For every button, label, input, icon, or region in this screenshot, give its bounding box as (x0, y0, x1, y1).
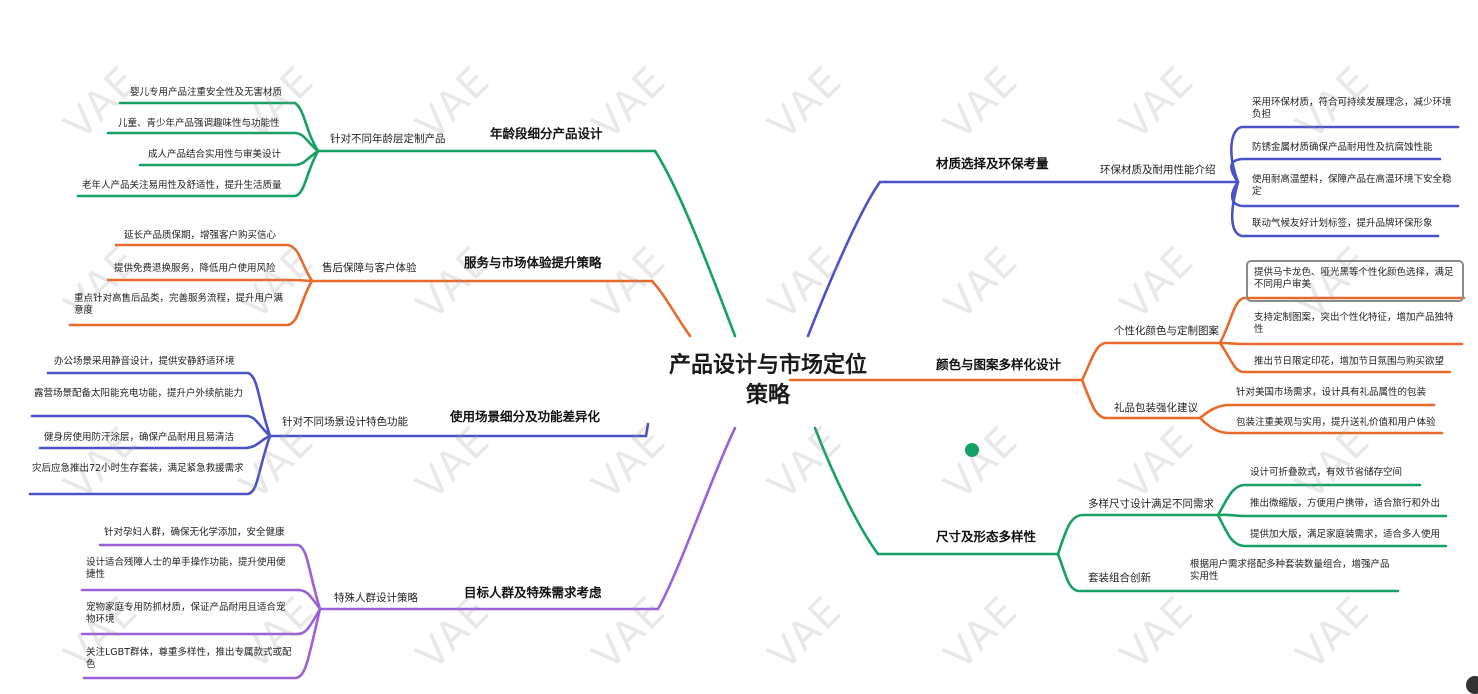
leaf-node[interactable]: 包装注重美观与实用，提升送礼价值和用户体验 (1236, 417, 1436, 428)
subtopic-set-combo[interactable]: 套装组合创新 (1088, 572, 1151, 584)
leaf-node[interactable]: 健身房使用防汗涂层，确保产品耐用且易清洁 (44, 432, 235, 443)
leaf-node[interactable]: 推出微缩版，方便用户携带，适合旅行和外出 (1250, 498, 1441, 509)
leaf-node[interactable]: 设计可折叠款式，有效节省储存空间 (1250, 467, 1403, 478)
subtopic-age-custom[interactable]: 针对不同年龄层定制产品 (330, 133, 446, 145)
topic-usage-scene[interactable]: 使用场景细分及功能差异化 (450, 409, 601, 424)
leaf-node[interactable]: 老年人产品关注易用性及舒适性，提升生活质量 (82, 180, 282, 191)
leaf-node[interactable]: 联动气候友好计划标签，提升品牌环保形象 (1252, 218, 1433, 229)
subtopic-scene-features[interactable]: 针对不同场景设计特色功能 (282, 416, 408, 428)
leaf-node[interactable]: 重点针对高售后品类，完善服务流程，提升用户满意度 (74, 293, 284, 316)
subtopic-custom-color[interactable]: 个性化颜色与定制图案 (1114, 325, 1219, 337)
leaf-node[interactable]: 露营场景配备太阳能充电功能，提升户外续航能力 (34, 388, 244, 399)
subtopic-after-sales[interactable]: 售后保障与客户体验 (322, 262, 417, 274)
leaf-node[interactable]: 推出节日限定印花，增加节日氛围与购买欲望 (1254, 356, 1445, 367)
leaf-node[interactable]: 支持定制图案，突出个性化特征，增加产品独特性 (1254, 312, 1454, 335)
leaf-node[interactable]: 针对美国市场需求，设计具有礼品属性的包装 (1236, 387, 1427, 398)
leaf-node[interactable]: 提供免费退换服务，降低用户使用风险 (114, 263, 276, 274)
leaf-node[interactable]: 灾后应急推出72小时生存套装，满足紧急救援需求 (32, 463, 244, 474)
subtopic-gift-packaging[interactable]: 礼品包装强化建议 (1114, 402, 1198, 414)
corner-control[interactable] (1466, 676, 1478, 694)
leaf-node[interactable]: 采用环保材质，符合可持续发展理念，减少环境负担 (1252, 97, 1452, 120)
leaf-node[interactable]: 根据用户需求搭配多种套装数量组合，增强产品实用性 (1190, 559, 1390, 582)
leaf-node[interactable]: 使用耐高温塑料，保障产品在高温环境下安全稳定 (1252, 174, 1452, 197)
leaf-node-selected[interactable]: 提供马卡龙色、哑光黑等个性化颜色选择，满足不同用户审美 (1254, 267, 1454, 290)
leaf-node[interactable]: 办公场景采用静音设计，提供安静舒适环境 (54, 356, 235, 367)
topic-material[interactable]: 材质选择及环保考量 (936, 156, 1049, 171)
leaf-node[interactable]: 成人产品结合实用性与审美设计 (148, 149, 282, 160)
subtopic-special-groups[interactable]: 特殊人群设计策略 (334, 592, 418, 604)
topic-color-pattern[interactable]: 颜色与图案多样化设计 (936, 357, 1062, 372)
topic-age-segment[interactable]: 年龄段细分产品设计 (490, 126, 603, 141)
leaf-node[interactable]: 防锈金属材质确保产品耐用性及抗腐蚀性能 (1252, 142, 1433, 153)
leaf-node[interactable]: 婴儿专用产品注重安全性及无害材质 (130, 87, 283, 98)
leaf-node[interactable]: 延长产品质保期，增强客户购买信心 (124, 230, 277, 241)
central-topic[interactable]: 产品设计与市场定位策略 (668, 353, 867, 408)
leaf-node[interactable]: 提供加大版，满足家庭装需求，适合多人使用 (1250, 529, 1441, 540)
leaf-node[interactable]: 针对孕妇人群，确保无化学添加，安全健康 (104, 527, 285, 538)
subtopic-multi-size[interactable]: 多样尺寸设计满足不同需求 (1088, 498, 1214, 510)
subtopic-eco-material[interactable]: 环保材质及耐用性能介绍 (1100, 164, 1216, 176)
topic-size-form[interactable]: 尺寸及形态多样性 (936, 529, 1037, 544)
leaf-node[interactable]: 宠物家庭专用防抓材质，保证产品耐用且适合宠物环境 (86, 602, 286, 625)
topic-target-groups[interactable]: 目标人群及特殊需求考虑 (464, 585, 602, 600)
leaf-node[interactable]: 设计适合残障人士的单手操作功能，提升使用便捷性 (86, 557, 286, 580)
leaf-node[interactable]: 儿童、青少年产品强调趣味性与功能性 (118, 118, 280, 129)
topic-service-strategy[interactable]: 服务与市场体验提升策略 (464, 255, 602, 270)
leaf-node[interactable]: 关注LGBT群体，尊重多样性，推出专属款式或配色 (86, 647, 292, 670)
cursor-dot (965, 443, 979, 457)
selected-node-outline (1246, 260, 1464, 302)
